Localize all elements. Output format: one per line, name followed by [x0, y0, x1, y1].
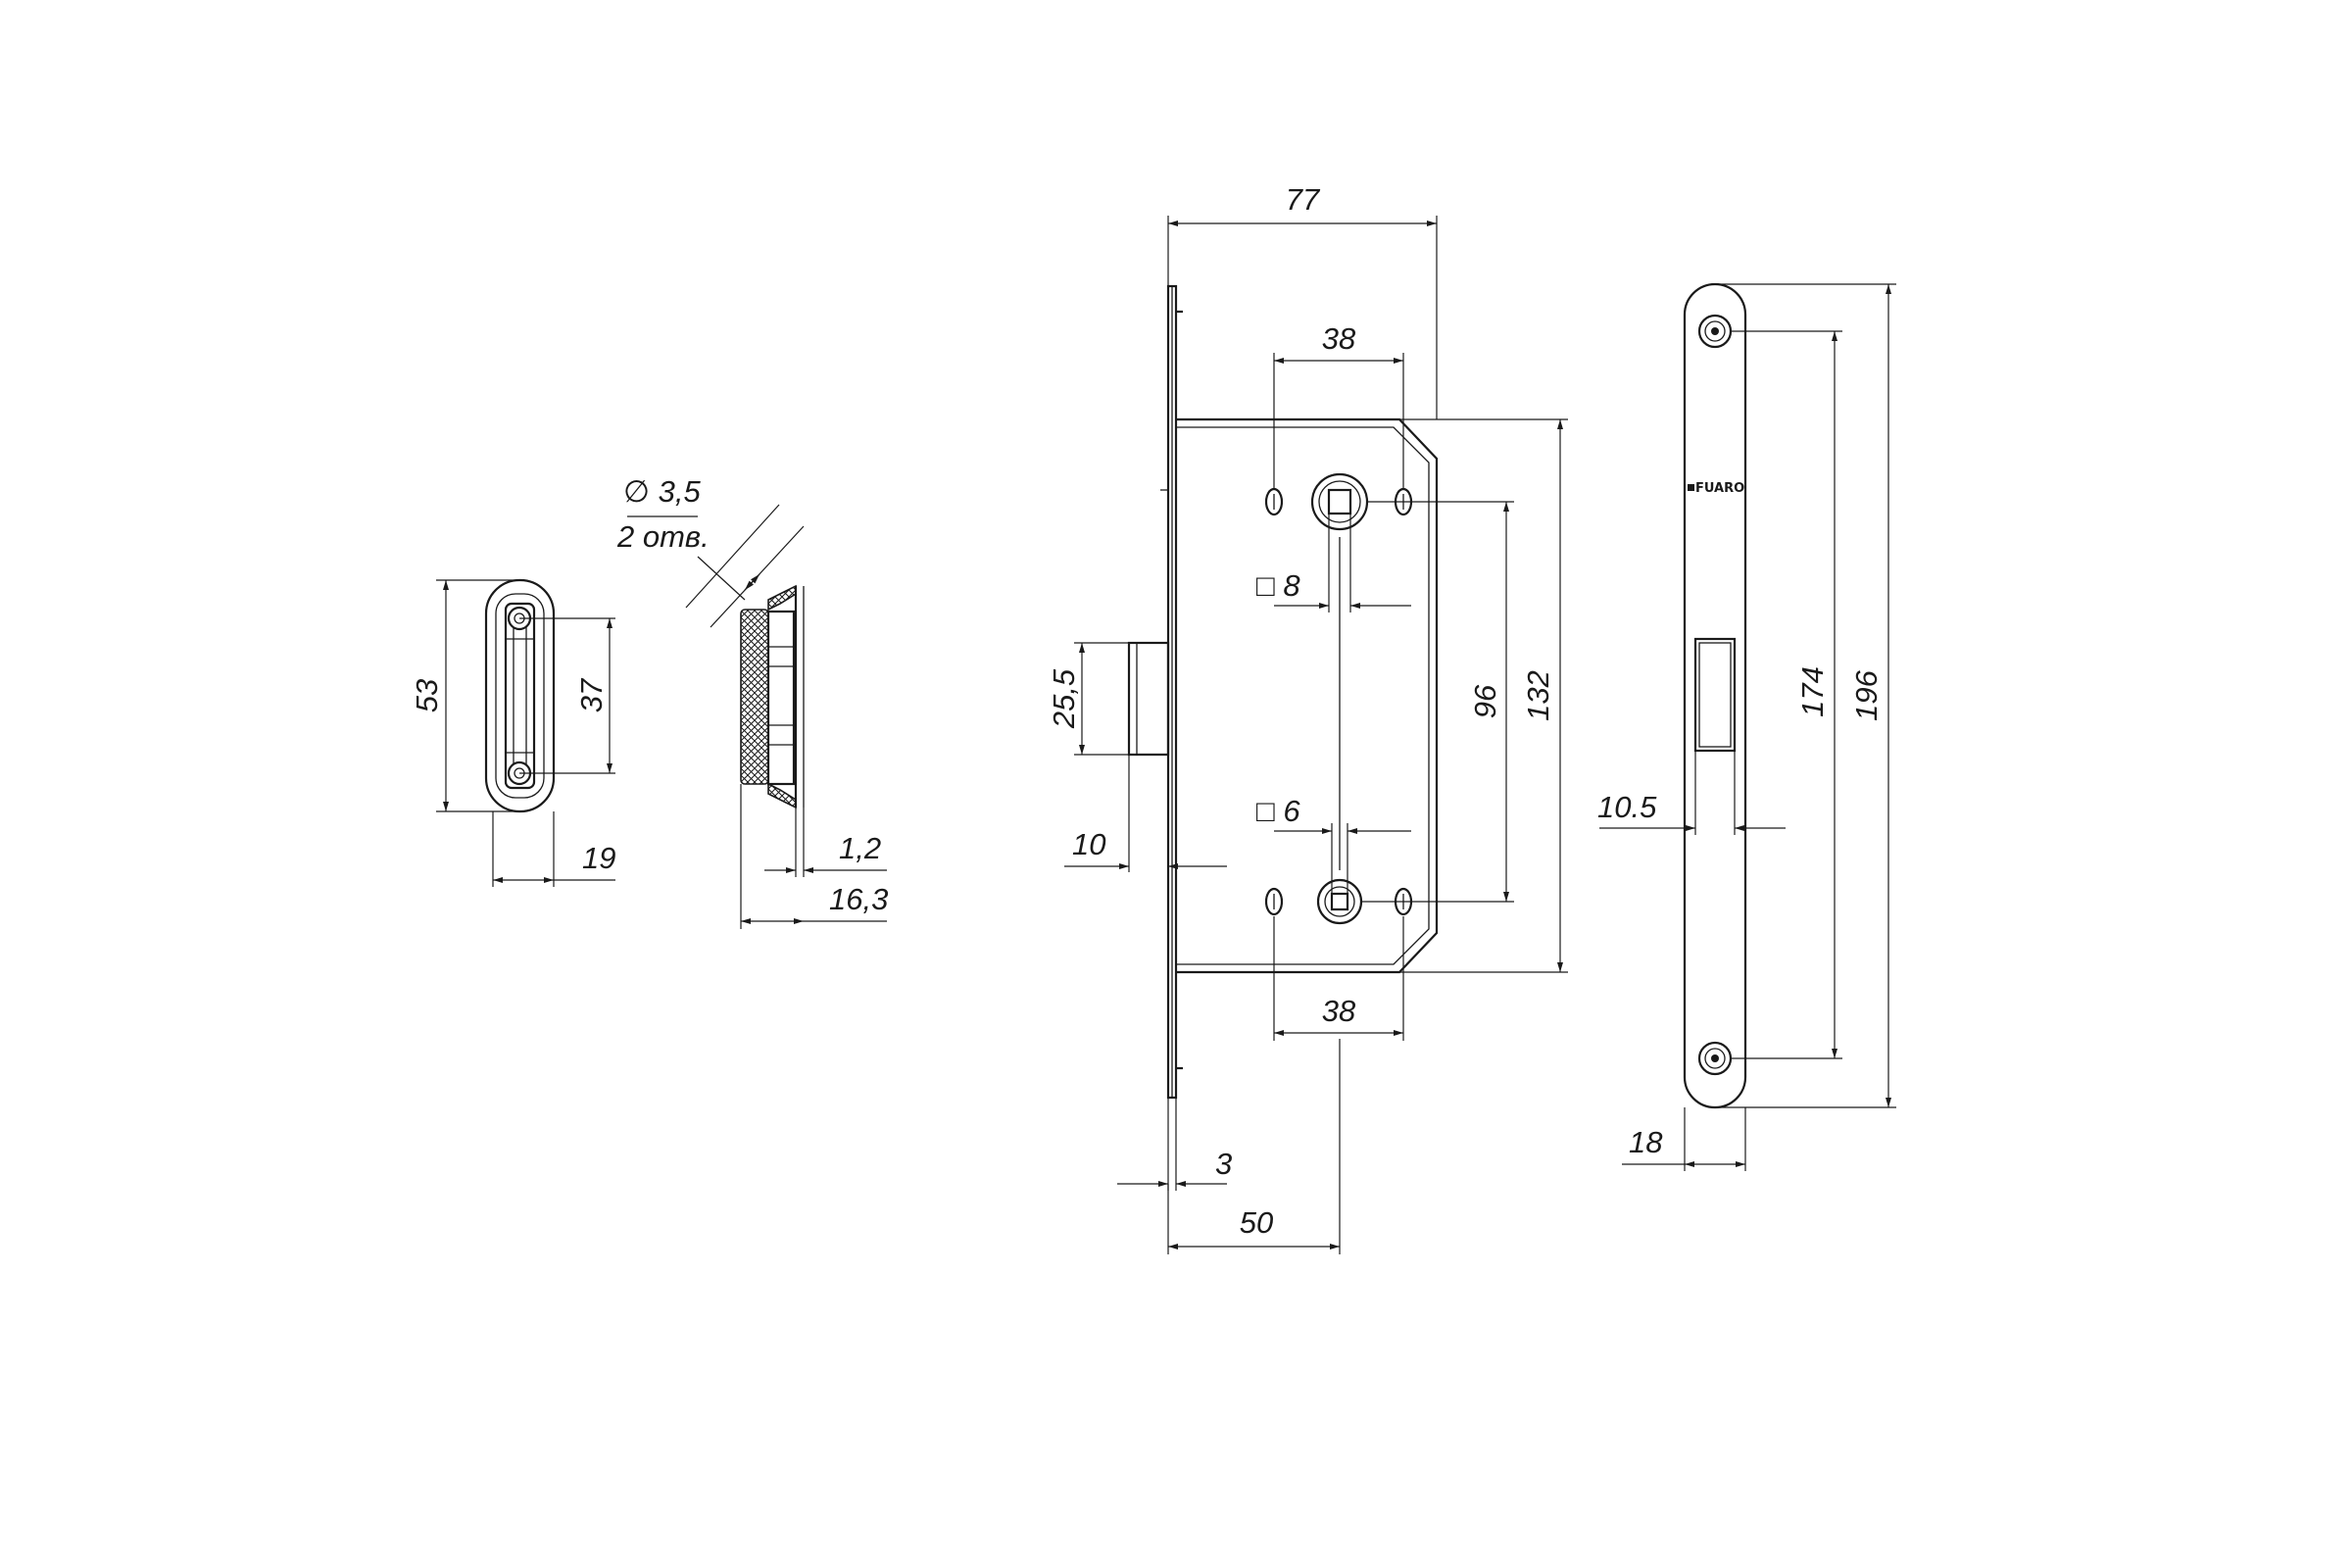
brand-logo: FUARO: [1695, 481, 1744, 496]
latch-bolt: [1127, 641, 1170, 757]
latch-height-dim: 25,5: [1047, 668, 1081, 729]
plate-thickness-dim: 1,2: [839, 831, 881, 865]
overall-width-dim: 77: [1286, 182, 1321, 217]
lock-body-view: 77 38 □ 8 □ 6 38 25,5 10: [1047, 182, 1568, 1254]
square-8-dim: □ 8: [1256, 568, 1300, 603]
strike-section-view: ∅ 3,5 2 отв. 1,2 16,3: [616, 474, 888, 929]
faceplate-thickness-dim: 3: [1215, 1147, 1232, 1181]
faceplate-width-dim: 18: [1629, 1125, 1663, 1159]
spindle-square-8: [1327, 488, 1352, 515]
faceplate-outline: [1683, 282, 1747, 1109]
faceplate-view: FUARO 174 196 10.5 18: [1597, 282, 1896, 1171]
latch-projection-dim: 10: [1072, 827, 1105, 861]
strike-plate-slot: [504, 602, 536, 790]
backset-dim: 50: [1240, 1205, 1273, 1240]
lock-case-outline: [1176, 417, 1439, 974]
strike-width-dim: 19: [582, 841, 615, 875]
strike-depth-dim: 16,3: [829, 882, 888, 916]
spindle-square-6: [1330, 892, 1349, 911]
square-6-dim: □ 6: [1256, 794, 1300, 828]
strike-plate-outline: [484, 578, 556, 813]
bottom-hole-spacing-dim: 38: [1322, 994, 1356, 1028]
top-spindle-hub: [1310, 472, 1369, 531]
overall-length-dim: 196: [1849, 669, 1884, 720]
latch-opening: [1693, 637, 1737, 753]
hole-note-count: 2 отв.: [616, 519, 710, 554]
strike-plate-inner-outline: [495, 593, 545, 799]
strike-hole-spacing-dim: 37: [574, 677, 609, 712]
strike-height-dim: 53: [410, 679, 444, 712]
hole-note-diameter: ∅ 3,5: [623, 474, 701, 509]
latch-offset-dim: 10.5: [1597, 790, 1657, 824]
strike-box-section: [740, 609, 769, 785]
top-hole-spacing-dim: 38: [1322, 321, 1356, 356]
fixing-holes-dim: 174: [1795, 666, 1830, 717]
strike-plate-view: 53 37 19: [410, 578, 615, 887]
center-distance-dim: 96: [1468, 684, 1502, 718]
body-height-dim: 132: [1521, 670, 1555, 721]
